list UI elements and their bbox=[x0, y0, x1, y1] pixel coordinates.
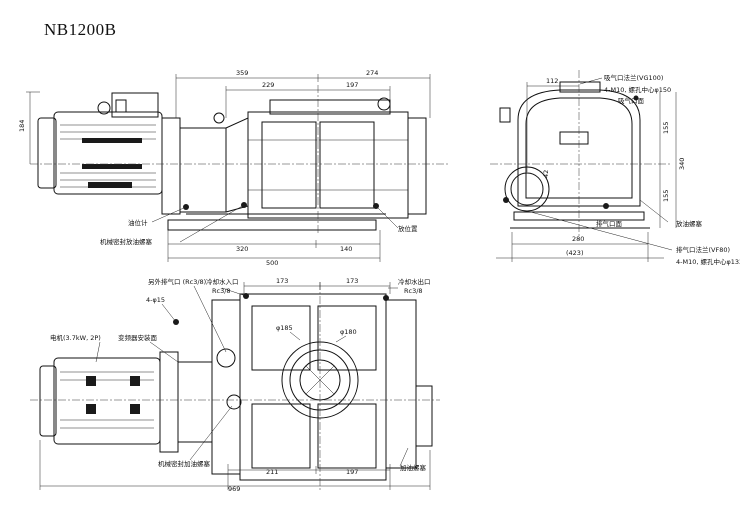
label-motor: 电机(3.7kW, 2P) bbox=[50, 333, 101, 342]
dim-173-right: 173 bbox=[346, 277, 358, 285]
pump-housing bbox=[247, 111, 409, 219]
motor-flange bbox=[161, 117, 181, 215]
terminal-box-detail bbox=[115, 99, 127, 113]
motor-fin-dark-top bbox=[82, 138, 142, 143]
label-outlet-face: 排气口面 bbox=[596, 219, 623, 228]
dim-969: 969 bbox=[228, 485, 240, 493]
plan-motor-body bbox=[53, 357, 161, 445]
label-rotor-a: φ185 bbox=[276, 324, 293, 332]
dim-197-plan: 197 bbox=[346, 468, 358, 476]
end-dimensions bbox=[496, 82, 677, 262]
dim-155-upper: 155 bbox=[662, 122, 670, 134]
plan-port-lower bbox=[226, 394, 242, 410]
dim-155-lower: 155 bbox=[662, 190, 670, 202]
label-holes: 4-φ15 bbox=[146, 296, 165, 304]
plan-end-cover bbox=[385, 299, 417, 469]
label-inlet-face: 吸气口面 bbox=[618, 96, 645, 105]
label-alt-outlet: 另外排气口 (Rc3/8) bbox=[148, 277, 206, 286]
motor-fan-cover bbox=[37, 117, 57, 189]
dim-140: 140 bbox=[340, 245, 352, 253]
motor-eyebolt bbox=[97, 101, 111, 115]
eye-lug bbox=[499, 107, 511, 123]
plan-view: 173 173 211 197 969 另外排气口 (Rc3/8) 冷却水入口 … bbox=[30, 277, 440, 493]
plan-gear-box bbox=[211, 299, 241, 475]
gear-eyebolt bbox=[213, 112, 225, 124]
plan-chamber-tl bbox=[251, 305, 311, 371]
label-rotor-b: φ180 bbox=[340, 328, 357, 336]
dim-340: 340 bbox=[678, 158, 686, 170]
plan-chamber-br bbox=[317, 403, 377, 469]
inlet-flange-end bbox=[559, 81, 601, 93]
end-view: 112 155 340 155 280 (423) 42 吸气口法兰(VG100… bbox=[490, 70, 740, 266]
motor-body bbox=[53, 111, 163, 195]
label-drain-plug-end: 放油螺塞 bbox=[676, 219, 703, 228]
dim-42: 42 bbox=[542, 170, 550, 178]
dim-173-left: 173 bbox=[276, 277, 288, 285]
dim-184: 184 bbox=[18, 120, 26, 132]
pump-eyebolt bbox=[377, 97, 391, 111]
label-seal-plug: 机械密封加油螺塞 bbox=[158, 459, 211, 468]
plan-coupling bbox=[177, 361, 213, 443]
model-title: NB1200B bbox=[44, 20, 117, 39]
label-outlet-bolts: 4-M10, 螺孔中心φ133 bbox=[676, 257, 740, 266]
dim-423: (423) bbox=[566, 249, 583, 257]
label-inlet-flange: 吸气口法兰(VG100) bbox=[604, 73, 663, 82]
dim-112: 112 bbox=[546, 77, 558, 85]
dim-274: 274 bbox=[366, 69, 378, 77]
label-oil-plug: 加油螺塞 bbox=[400, 463, 427, 472]
label-coolant-in: 冷却水入口 bbox=[206, 277, 239, 286]
dim-197: 197 bbox=[346, 81, 358, 89]
side-dimensions bbox=[26, 74, 431, 262]
dim-229: 229 bbox=[262, 81, 274, 89]
side-view: 359 274 229 197 320 140 500 184 油位计 机械密封… bbox=[18, 69, 450, 267]
label-oil-level: 油位计 bbox=[128, 218, 148, 227]
plan-chamber-tr bbox=[317, 305, 377, 371]
plan-motor-flange bbox=[159, 351, 179, 453]
label-coolant-in-thread: Rc3/8 bbox=[212, 287, 231, 295]
plan-end-cap bbox=[415, 385, 433, 447]
dim-359: 359 bbox=[236, 69, 248, 77]
nameplate bbox=[559, 131, 589, 145]
label-inlet-bolts: 4-M10, 螺孔中心φ150 bbox=[604, 85, 671, 94]
label-oil-drain: 放位置 bbox=[398, 224, 418, 233]
rotor-chamber-right bbox=[319, 121, 375, 209]
dim-320: 320 bbox=[236, 245, 248, 253]
motor-fins bbox=[60, 124, 156, 188]
dim-280: 280 bbox=[572, 235, 584, 243]
rotor-chamber-left bbox=[261, 121, 317, 209]
label-gear-plug: 变频器安装面 bbox=[118, 333, 158, 342]
base-frame bbox=[167, 219, 377, 231]
dim-500: 500 bbox=[266, 259, 278, 267]
motor-fin-dark-bottom bbox=[82, 164, 142, 169]
label-outlet-flange: 排气口法兰(VF80) bbox=[676, 245, 730, 254]
outlet-port-inner bbox=[510, 172, 544, 206]
plan-motor-fan bbox=[39, 365, 57, 437]
terminal-box bbox=[111, 92, 159, 118]
gear-cover-taper bbox=[225, 117, 249, 213]
dim-211: 211 bbox=[266, 468, 278, 476]
motor-feet bbox=[88, 182, 132, 188]
gear-cover bbox=[179, 127, 227, 213]
plan-port-upper bbox=[216, 348, 236, 368]
label-coolant-out-thread: Rc3/8 bbox=[404, 287, 423, 295]
plan-chamber-bl bbox=[251, 403, 311, 469]
end-cover bbox=[407, 117, 427, 215]
housing-inner bbox=[525, 97, 633, 199]
inlet-flange-side bbox=[269, 99, 391, 115]
label-coolant-out: 冷却水出口 bbox=[398, 277, 431, 286]
label-seal-drain: 机械密封放油螺塞 bbox=[100, 237, 153, 246]
